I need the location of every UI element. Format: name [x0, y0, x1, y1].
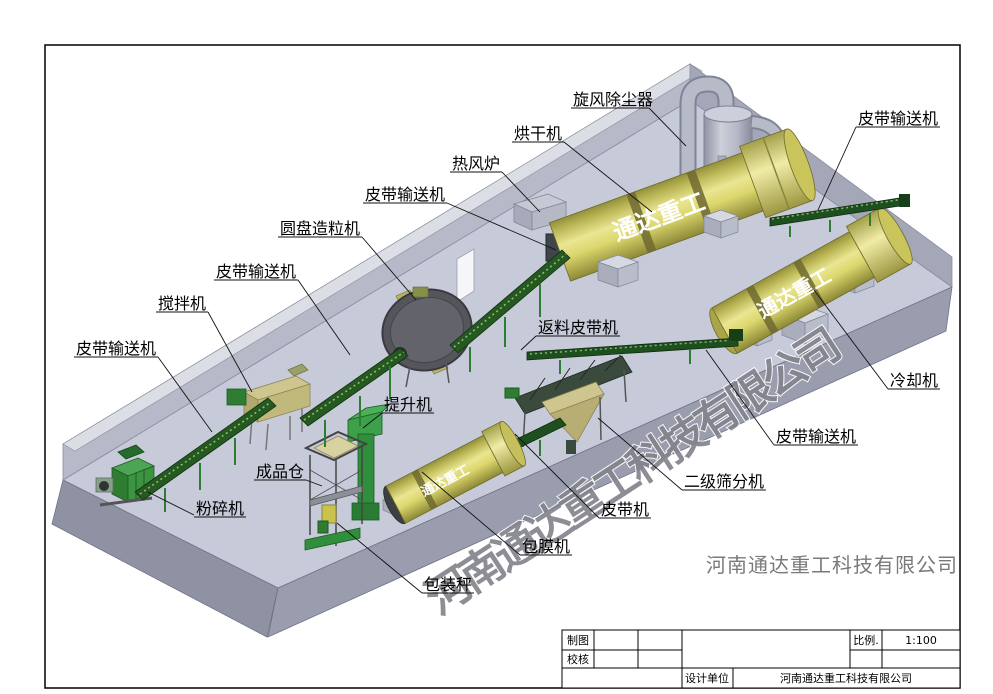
svg-text:皮带输送机: 皮带输送机 — [776, 427, 856, 446]
title-block-draft-label: 制图 — [567, 634, 589, 647]
label-disc-granulator: 圆盘造粒机 — [278, 219, 417, 301]
label-finished-product-bin: 成品仓 — [254, 462, 323, 487]
drawing-border — [44, 44, 961, 689]
title-block-scale-label: 比例. — [853, 633, 879, 647]
title-block-check-label: 校核 — [567, 652, 589, 666]
label-belt-conveyor-to-granulator: 皮带输送机 — [214, 262, 351, 356]
svg-text:二级筛分机: 二级筛分机 — [684, 472, 764, 491]
svg-text:皮带输送机: 皮带输送机 — [365, 185, 445, 204]
svg-text:烘干机: 烘干机 — [514, 124, 562, 143]
label-belt-conveyor-to-dryer: 皮带输送机 — [363, 185, 557, 251]
svg-text:返料皮带机: 返料皮带机 — [538, 318, 618, 337]
svg-text:皮带机: 皮带机 — [601, 500, 649, 519]
svg-text:成品仓: 成品仓 — [256, 462, 304, 481]
svg-text:搅拌机: 搅拌机 — [158, 294, 206, 313]
disc-granulator-machine — [381, 286, 473, 388]
label-return-belt-conveyor: 返料皮带机 — [520, 318, 620, 351]
svg-text:皮带输送机: 皮带输送机 — [76, 339, 156, 358]
secondary-screener-machine — [504, 355, 633, 454]
label-bucket-elevator: 提升机 — [362, 395, 434, 429]
belt-conveyor-top-right-machine — [769, 194, 910, 237]
label-belt-conveyor-left: 皮带输送机 — [74, 339, 213, 433]
label-cooler: 冷却机 — [813, 289, 940, 390]
wall-door — [456, 248, 475, 303]
packing-discharge-conveyor — [304, 527, 361, 551]
label-belt-conveyor-top-right: 皮带输送机 — [817, 109, 940, 211]
hot-air-furnace — [512, 193, 568, 231]
rotary-dryer-drum: 通达重工 — [548, 128, 816, 282]
dryer-support-block — [596, 209, 740, 288]
svg-text:粉碎机: 粉碎机 — [196, 499, 244, 518]
title-block-design-unit-label: 设计单位 — [685, 671, 729, 685]
title-block — [561, 629, 961, 689]
belt-conveyor-to-dryer-machine — [449, 249, 571, 372]
svg-text:热风炉: 热风炉 — [452, 154, 500, 173]
title-block-text: 制图 校核 比例. 1:100 设计单位 河南通达重工科技有限公司 — [567, 633, 937, 685]
label-packing-scale: 包装秤 — [336, 522, 474, 594]
label-belt-machine: 皮带机 — [514, 433, 651, 519]
finished-product-bin-frame — [303, 430, 369, 551]
equipment-labels: 旋风除尘器 烘干机 热风炉 皮带输送机 圆盘造粒机 皮带输送机 搅拌机 皮带输 — [74, 90, 940, 594]
svg-text:包膜机: 包膜机 — [522, 537, 570, 556]
label-secondary-screener: 二级筛分机 — [597, 417, 766, 491]
svg-text:冷却机: 冷却机 — [890, 371, 938, 390]
label-dryer: 烘干机 — [512, 124, 653, 213]
coating-machine-drum: 通达重工 — [383, 420, 526, 525]
return-belt-conveyor-machine — [526, 329, 743, 374]
svg-text:旋风除尘器: 旋风除尘器 — [573, 90, 653, 109]
label-coating-machine: 包膜机 — [421, 471, 572, 556]
title-block-scale-value: 1:100 — [905, 634, 937, 647]
svg-text:皮带输送机: 皮带输送机 — [216, 262, 296, 281]
svg-text:提升机: 提升机 — [384, 395, 432, 414]
label-belt-conveyor-right: 皮带输送机 — [705, 349, 858, 446]
svg-text:包装秤: 包装秤 — [424, 575, 472, 594]
svg-text:皮带输送机: 皮带输送机 — [858, 109, 938, 128]
svg-text:圆盘造粒机: 圆盘造粒机 — [280, 219, 360, 238]
belt-conveyor-to-granulator-machine — [299, 347, 409, 447]
label-mixer: 搅拌机 — [156, 294, 253, 393]
label-crusher: 粉碎机 — [147, 491, 246, 518]
footer-company-name: 河南通达重工科技有限公司 — [706, 553, 958, 577]
label-hot-air-furnace: 热风炉 — [450, 154, 541, 213]
packing-scale-unit — [321, 504, 337, 524]
label-cyclone-dust-collector: 旋风除尘器 — [571, 90, 687, 147]
title-block-design-unit-value: 河南通达重工科技有限公司 — [780, 671, 912, 685]
